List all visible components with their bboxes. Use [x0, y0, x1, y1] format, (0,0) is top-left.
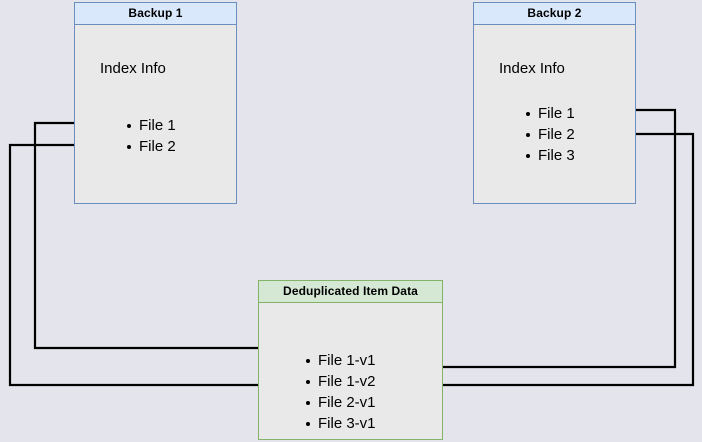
backup1-body: Index Info File 1 File 2 — [75, 25, 236, 203]
list-item: File 1-v2 — [305, 371, 376, 392]
dedup-title: Deduplicated Item Data — [259, 281, 442, 303]
list-item: File 3-v1 — [305, 413, 376, 434]
list-item: File 2 — [525, 124, 575, 145]
backup2-node[interactable]: Backup 2 Index Info File 1 File 2 File 3 — [473, 2, 636, 204]
backup1-file-list: File 1 File 2 — [126, 115, 176, 157]
dedup-node[interactable]: Deduplicated Item Data File 1-v1 File 1-… — [258, 280, 443, 440]
list-item: File 1 — [525, 103, 575, 124]
list-item: File 2-v1 — [305, 392, 376, 413]
backup1-caption: Index Info — [100, 60, 166, 77]
list-item: File 1 — [126, 115, 176, 136]
dedup-body: File 1-v1 File 1-v2 File 2-v1 File 3-v1 — [259, 303, 442, 439]
backup2-title: Backup 2 — [474, 3, 635, 25]
backup2-file-list: File 1 File 2 File 3 — [525, 103, 575, 166]
backup1-node[interactable]: Backup 1 Index Info File 1 File 2 — [74, 2, 237, 204]
list-item: File 3 — [525, 145, 575, 166]
backup1-title: Backup 1 — [75, 3, 236, 25]
backup2-caption: Index Info — [499, 60, 565, 77]
backup2-body: Index Info File 1 File 2 File 3 — [474, 25, 635, 203]
dedup-item-list: File 1-v1 File 1-v2 File 2-v1 File 3-v1 — [305, 350, 376, 434]
list-item: File 2 — [126, 136, 176, 157]
list-item: File 1-v1 — [305, 350, 376, 371]
